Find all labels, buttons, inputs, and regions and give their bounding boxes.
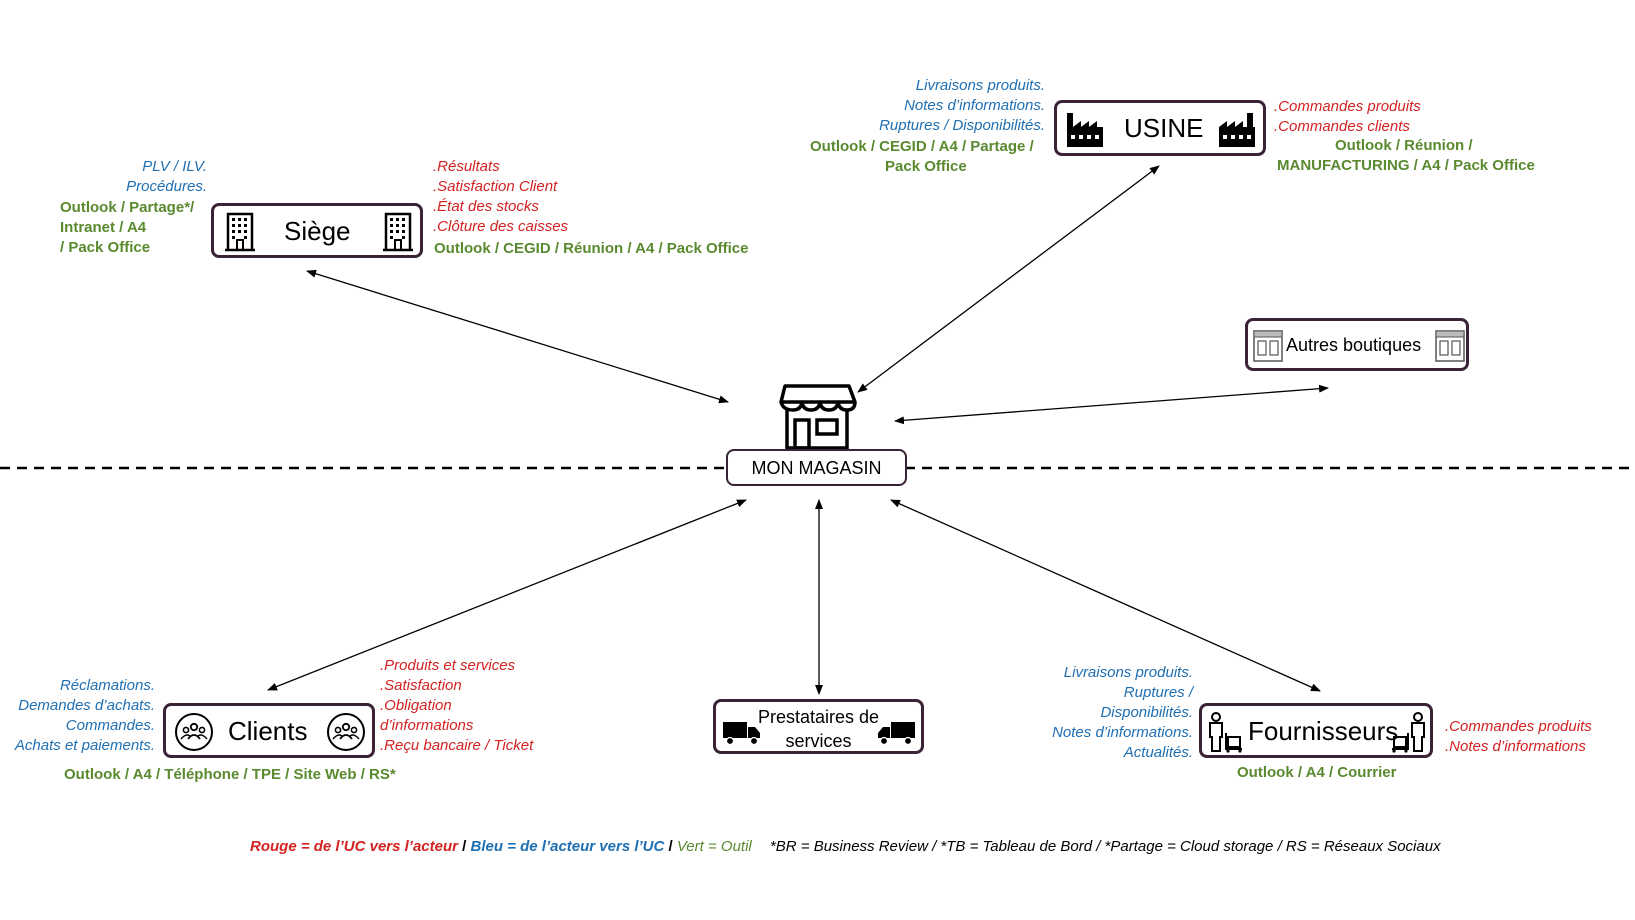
arrow-boutiques [894,384,1329,425]
factory-icon [1219,113,1255,147]
siege-tools-right: Outlook / CEGID / Réunion / A4 / Pack Of… [434,240,749,257]
clients-node: Clients [163,703,375,758]
office-building-icon [225,212,255,252]
fournisseurs-label: Fournisseurs [1248,716,1399,746]
delivery-truck-icon [878,722,915,746]
center-label: MON MAGASIN [751,458,882,478]
arrow-siege [306,269,729,404]
delivery-worker-icon [1209,712,1242,753]
siege-label: Siège [284,216,351,246]
fournisseurs-red-text: .Commandes produits.Notes d’informations [1445,718,1592,755]
usine-node: USINE [1054,100,1266,156]
clients-tools: Outlook / A4 / Téléphone / TPE / Site We… [64,766,396,783]
boutiques-label: Autres boutiques [1286,335,1422,355]
usine-tools-left: Outlook / CEGID / A4 / Partage / Pack Of… [810,138,1034,175]
prestataires-label: Prestataires de services [757,707,880,751]
legend-red: Rouge = de l’UC vers l’acteur [250,838,458,855]
siege-node: Siège [211,203,423,258]
delivery-worker-icon [1392,712,1425,753]
siege-red-text: .Résultats.Satisfaction Client.État des … [433,158,569,235]
clients-red-text: .Produits et services.Satisfaction.Oblig… [380,657,534,754]
arrow-usine [857,165,1160,393]
store-icon [779,384,857,450]
fournisseurs-blue-text: Livraisons produits.Ruptures /Disponibil… [1052,664,1193,761]
arrow-clients [267,499,747,691]
shop-front-icon [1435,330,1465,362]
boutiques-node: Autres boutiques [1245,318,1469,371]
clients-blue-text: Réclamations.Demandes d’achats.Commandes… [14,677,155,754]
usine-red-text: .Commandes produits.Commandes clients [1274,98,1421,135]
legend: Rouge = de l’UC vers l’acteur / Bleu = d… [250,838,1441,855]
factory-icon [1067,113,1103,147]
customers-group-icon [327,713,365,751]
siege-tools-left: Outlook / Partage*/Intranet / A4/ Pack O… [60,199,195,256]
fournisseurs-node: Fournisseurs [1199,703,1433,758]
legend-green: Vert = Outil [676,838,752,855]
usine-label: USINE [1124,113,1204,143]
arrow-fournisseurs [890,499,1321,692]
customers-group-icon [175,713,213,751]
usine-blue-text: Livraisons produits.Notes d’informations… [879,77,1045,134]
office-building-icon [383,212,413,252]
clients-label: Clients [228,716,308,746]
legend-notes: *BR = Business Review / *TB = Tableau de… [769,838,1441,855]
shop-front-icon [1253,330,1283,362]
center-node: MON MAGASIN [726,449,907,486]
fournisseurs-tools: Outlook / A4 / Courrier [1237,764,1397,781]
siege-blue-text: PLV / ILV.Procédures. [126,158,207,195]
prestataires-node: Prestataires de services [713,699,924,754]
usine-tools-right: Outlook / Réunion / MANUFACTURING / A4 /… [1277,137,1535,174]
legend-blue: Bleu = de l’acteur vers l’UC [470,838,665,855]
delivery-truck-icon [723,722,760,746]
